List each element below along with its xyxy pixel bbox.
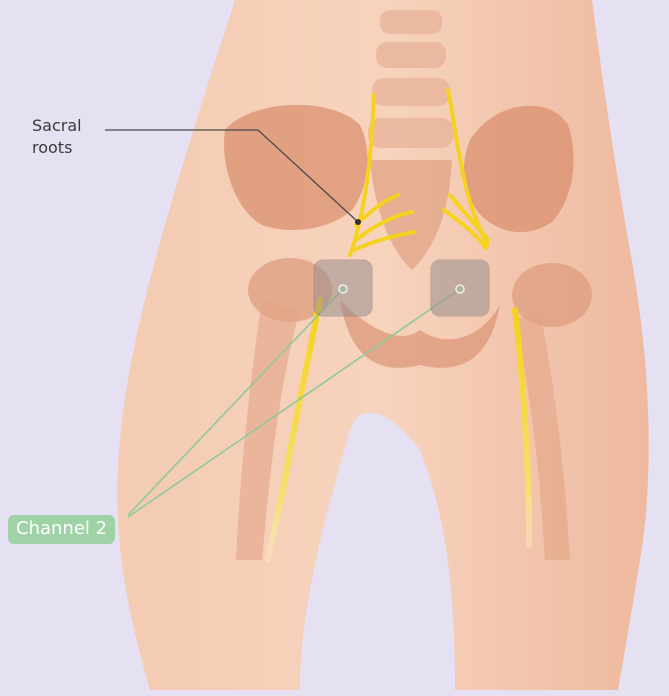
sacral-roots-label-line1: Sacral (32, 115, 102, 137)
sacral-roots-callout-dot (355, 219, 361, 225)
electrode-pad-icon (431, 260, 489, 316)
channel-badge: Channel 2 (8, 515, 115, 544)
sacral-roots-label: Sacral roots (32, 115, 102, 159)
sacral-roots-label-line2: roots (32, 137, 102, 159)
electrode-pad-icon (314, 260, 372, 316)
